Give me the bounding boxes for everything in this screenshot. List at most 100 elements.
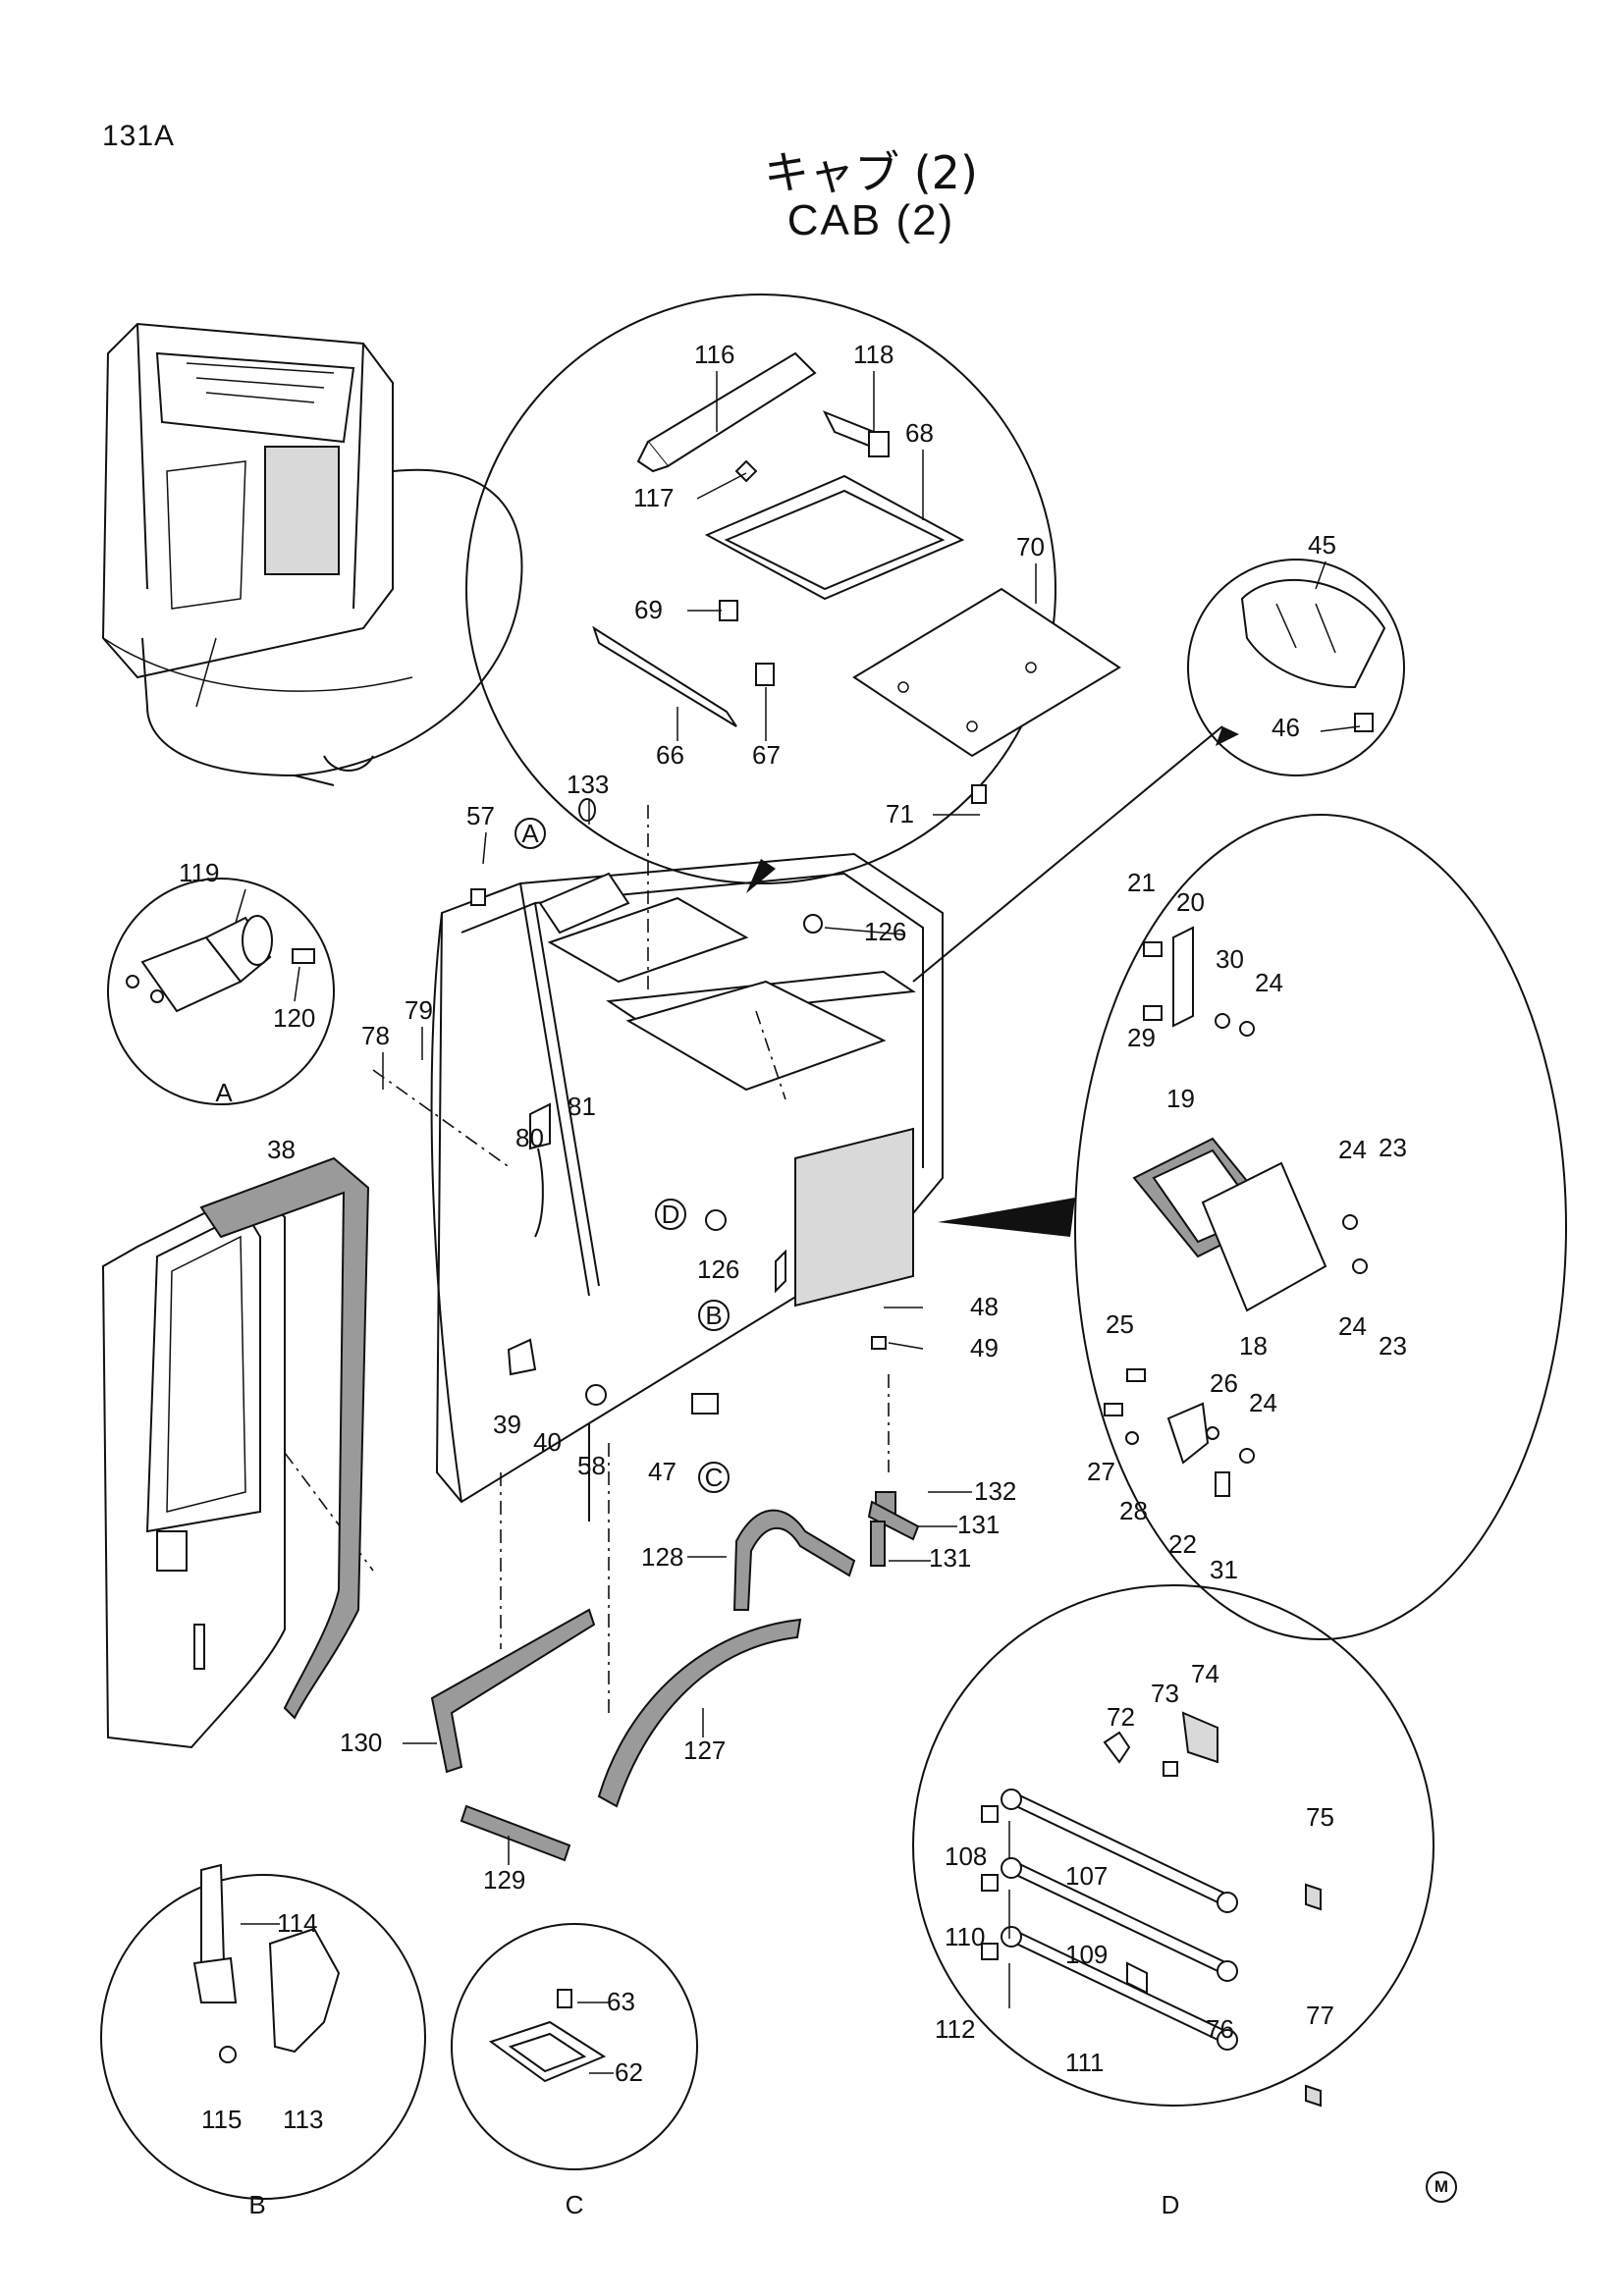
callout-115: 115	[201, 2105, 242, 2134]
callout-39: 39	[493, 1410, 521, 1439]
callout-130: 130	[340, 1728, 382, 1757]
circle-label-c: C	[566, 2190, 584, 2219]
door	[101, 1156, 370, 1749]
callout-114: 114	[277, 1908, 317, 1938]
detail-c-latch	[451, 1923, 698, 2170]
callout-126-mid: 126	[697, 1255, 739, 1284]
callout-46: 46	[1272, 713, 1300, 742]
detail-b-lever	[100, 1863, 426, 2200]
callout-131-a: 131	[957, 1510, 1000, 1539]
callout-119: 119	[179, 858, 219, 887]
callout-74: 74	[1191, 1659, 1219, 1688]
balloon-label-c: C	[705, 1463, 724, 1492]
title-english: CAB (2)	[786, 196, 955, 244]
roof-parts-detail	[465, 294, 1121, 884]
pointer-lamp-detail	[1216, 726, 1239, 746]
callout-26: 26	[1210, 1368, 1238, 1398]
callout-68: 68	[905, 418, 934, 448]
callout-22: 22	[1168, 1529, 1197, 1559]
callout-116: 116	[694, 340, 734, 369]
excavator-overview	[101, 322, 523, 786]
callout-66: 66	[656, 740, 684, 770]
callout-45: 45	[1308, 530, 1336, 560]
title-japanese: キャブ (2)	[764, 146, 978, 199]
callout-132: 132	[974, 1476, 1016, 1506]
callout-24-d: 24	[1249, 1388, 1277, 1417]
callout-20: 20	[1176, 887, 1205, 917]
cab-body	[430, 798, 944, 1522]
callout-23-b: 23	[1379, 1331, 1407, 1361]
manufacturer-mark: M	[1426, 2171, 1457, 2203]
callout-30: 30	[1216, 944, 1244, 974]
callout-21: 21	[1127, 868, 1156, 897]
callout-127: 127	[683, 1735, 726, 1765]
balloon-label-d: D	[662, 1200, 680, 1229]
callout-113: 113	[283, 2105, 323, 2134]
callout-73: 73	[1151, 1679, 1179, 1708]
balloon-label-a: A	[521, 819, 539, 848]
callout-118: 118	[853, 340, 893, 369]
circle-label-d: D	[1162, 2190, 1180, 2219]
callout-23-a: 23	[1379, 1133, 1407, 1162]
callout-29: 29	[1127, 1023, 1156, 1052]
callout-24-b: 24	[1338, 1135, 1367, 1164]
callout-81: 81	[568, 1092, 596, 1121]
callout-27: 27	[1087, 1457, 1115, 1486]
callout-38: 38	[267, 1135, 296, 1164]
callout-111: 111	[1065, 2048, 1105, 2077]
callout-67: 67	[752, 740, 781, 770]
callout-131-b: 131	[929, 1543, 971, 1573]
balloon-label-b: B	[705, 1301, 722, 1330]
callout-69: 69	[634, 595, 663, 624]
callout-31: 31	[1210, 1555, 1238, 1584]
panel-detail	[1074, 814, 1567, 1640]
lower-seals	[430, 1491, 920, 1862]
callout-109: 109	[1065, 1940, 1108, 1969]
callout-leaders	[235, 371, 1361, 2074]
circle-label-b: B	[248, 2190, 265, 2219]
part-callouts: 116 118 117 68 70 69 66 67 71 45 46 133 …	[179, 340, 1407, 2134]
callout-77: 77	[1306, 2001, 1334, 2030]
callout-48: 48	[970, 1292, 999, 1321]
callout-112: 112	[935, 2014, 975, 2044]
callout-120: 120	[273, 1003, 315, 1033]
callout-49: 49	[970, 1333, 999, 1362]
callout-19: 19	[1166, 1084, 1195, 1113]
callout-107: 107	[1065, 1861, 1108, 1891]
page-number: 131A	[102, 120, 176, 152]
leader-lamp	[912, 725, 1223, 983]
callout-40: 40	[533, 1427, 562, 1457]
callout-62: 62	[615, 2057, 643, 2087]
callout-110: 110	[945, 1922, 985, 1951]
callout-108: 108	[945, 1842, 987, 1871]
callout-79: 79	[405, 995, 433, 1025]
callout-18: 18	[1239, 1331, 1268, 1361]
callout-70: 70	[1016, 532, 1045, 561]
pointer-panel-detail	[938, 1198, 1075, 1237]
pointer-roof-detail	[746, 859, 776, 893]
callout-80: 80	[515, 1123, 544, 1152]
callout-117: 117	[633, 483, 674, 512]
circle-label-a: A	[215, 1078, 233, 1107]
detail-balloons: A B C D	[514, 818, 730, 1493]
callout-24-a: 24	[1255, 968, 1283, 997]
callout-25: 25	[1106, 1309, 1134, 1339]
callout-58: 58	[577, 1451, 606, 1480]
callout-76: 76	[1206, 2014, 1234, 2044]
callout-129: 129	[483, 1865, 525, 1895]
callout-63: 63	[607, 1987, 635, 2016]
callout-133: 133	[567, 770, 609, 799]
callout-28: 28	[1119, 1496, 1148, 1525]
callout-71: 71	[886, 799, 914, 828]
detail-d-stays	[912, 1584, 1435, 2108]
detail-a-motor	[107, 878, 335, 1105]
callout-78: 78	[361, 1021, 390, 1050]
callout-75: 75	[1306, 1802, 1334, 1832]
lamp-detail	[1187, 559, 1405, 776]
callout-47: 47	[648, 1457, 677, 1486]
callout-24-c: 24	[1338, 1311, 1367, 1341]
callout-72: 72	[1107, 1702, 1135, 1732]
callout-128: 128	[641, 1542, 683, 1572]
